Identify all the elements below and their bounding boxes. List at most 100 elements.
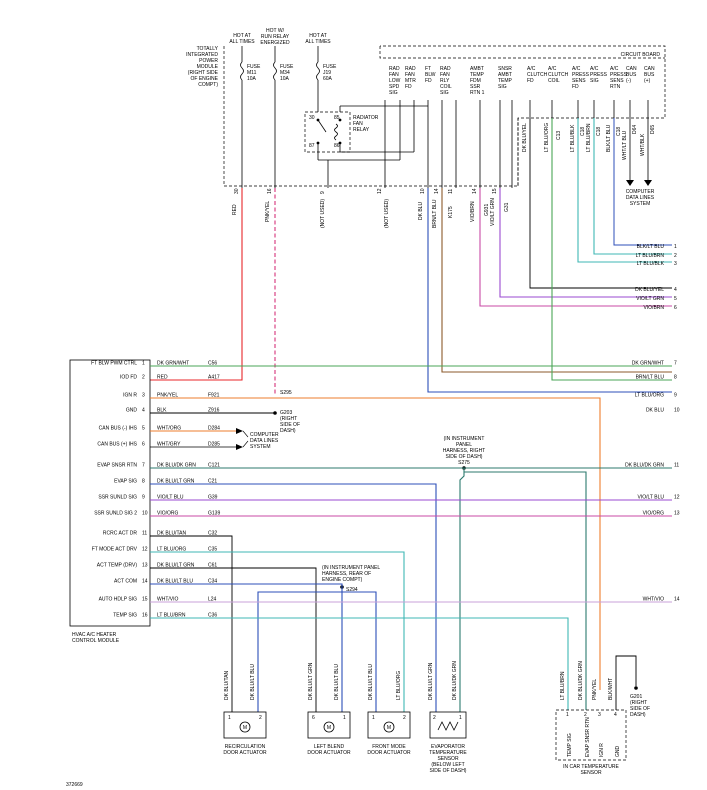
- module-pin-right-number: 13: [674, 511, 680, 517]
- ground-g201: G201 (RIGHT SIDE OF DASH): [630, 686, 650, 718]
- svg-text:DK BLU/LT GRN: DK BLU/LT GRN: [428, 662, 434, 700]
- circuit-board-pin-label: RAD: [405, 66, 416, 72]
- module-pin-right-number: 14: [674, 597, 680, 603]
- hvac-control-module: [69, 359, 151, 627]
- wire-label-vio-lt-grn: VIO/LT GRN: [490, 198, 496, 226]
- module-pin-name: TEMP SIG: [113, 613, 137, 619]
- svg-text:2: 2: [433, 715, 436, 721]
- not-used-2: (NOT USED): [384, 199, 390, 228]
- splice-s294: (IN INSTRUMENT PANEL HARNESS, REAR OF EN…: [322, 565, 380, 593]
- svg-text:SENSOR: SENSOR: [437, 756, 459, 762]
- circuit-board-pin-label: FAN: [389, 72, 399, 78]
- module-pin-name: ACT COM: [114, 579, 137, 585]
- svg-text:HARNESS, REAR OF: HARNESS, REAR OF: [322, 571, 371, 577]
- circuit-board-pin-label: A/C: [610, 66, 619, 72]
- module-pin-right-label: VIO/LT BLU: [638, 495, 665, 501]
- circuit-board-pin-label: LOW: [389, 78, 401, 84]
- wire-brn-lt-blu: [441, 188, 672, 373]
- module-pin-circuit: G139: [208, 511, 220, 517]
- module-pin-name: CAN BUS (-) IHS: [99, 426, 138, 432]
- wire-label-brn-lt-blu: BRN/LT BLU: [432, 199, 438, 228]
- svg-text:2: 2: [403, 715, 406, 721]
- svg-text:1: 1: [566, 712, 569, 718]
- circuit-board-pin-label: FD: [527, 78, 534, 84]
- svg-text:(RIGHT SIDE: (RIGHT SIDE: [188, 70, 219, 76]
- module-pin-wire: VIO/LT BLU: [157, 495, 184, 501]
- svg-text:POWER: POWER: [199, 58, 218, 64]
- svg-text:TEMPERATURE: TEMPERATURE: [429, 750, 467, 756]
- module-pin-number: 9: [142, 495, 145, 501]
- svg-text:LT BLU/BRN: LT BLU/BRN: [636, 253, 665, 259]
- circuit-board-label: CIRCUIT BOARD: [621, 52, 661, 58]
- circuit-board-pin-label: RAD: [440, 66, 451, 72]
- module-pin-number: 7: [142, 463, 145, 469]
- svg-text:G203: G203: [280, 410, 292, 416]
- wire-label-dk-blu: DK BLU: [418, 202, 424, 220]
- circuit-board-pin-label: FD: [572, 84, 579, 90]
- module-pin-right-label: WHT/VIO: [643, 597, 664, 603]
- front-mode-door-actuator: M 1 2 FRONT MODE DOOR ACTUATOR: [367, 711, 411, 756]
- module-pin-right-label: VIO/ORG: [643, 511, 665, 517]
- svg-text:IGN R: IGN R: [599, 743, 605, 757]
- svg-text:(BELOW LEFT: (BELOW LEFT: [431, 762, 464, 768]
- module-pin-name: ACT TEMP (DRV): [97, 563, 138, 569]
- not-used-1: (NOT USED): [320, 199, 326, 228]
- module-pin-right-number: 8: [674, 375, 677, 381]
- module-pin-number: 5: [142, 426, 145, 432]
- circuit-board-pin-label: CAN: [626, 66, 637, 72]
- svg-text:DK BLU/YEL: DK BLU/YEL: [522, 123, 528, 152]
- module-pin-circuit: C35: [208, 547, 217, 553]
- circuit-board-pin-label: CAN: [644, 66, 655, 72]
- svg-text:CONTROL MODULE: CONTROL MODULE: [72, 638, 120, 644]
- module-pin-right-number: 11: [674, 463, 679, 469]
- module-pin-name: AUTO HDLP SIG: [99, 597, 138, 603]
- circuit-board-pin-label: SPD: [389, 84, 400, 90]
- circuit-board-pin-label: FD: [425, 78, 432, 84]
- svg-text:M34: M34: [280, 70, 290, 76]
- module-pin-circuit: C121: [208, 463, 220, 469]
- module-pin-number: 1: [142, 361, 145, 367]
- module-pin-wire: WHT/ORG: [157, 426, 181, 432]
- svg-text:COMPT): COMPT): [198, 82, 218, 88]
- circuit-board-pin-label: AMBT: [470, 66, 484, 72]
- bottom-wire-labels: DK BLU/TAN DK BLU/LT BLU DK BLU/LT GRN D…: [224, 661, 614, 700]
- circuit-board-pin-label: A/C: [590, 66, 599, 72]
- module-pin-number: 6: [142, 442, 145, 448]
- module-pin-circuit: C61: [208, 563, 217, 569]
- svg-text:M: M: [327, 725, 331, 731]
- module-pin-wire: DK BLU/DK GRN: [157, 463, 196, 469]
- circuit-board-pin-label: SNSR: [498, 66, 512, 72]
- svg-text:DK BLU/YEL: DK BLU/YEL: [635, 287, 664, 293]
- svg-text:(RIGHT: (RIGHT: [630, 700, 647, 706]
- module-pin-right-label: DK BLU: [646, 408, 664, 414]
- svg-text:15: 15: [492, 188, 498, 194]
- svg-text:D65: D65: [650, 125, 656, 134]
- circuit-board-pin-label: COIL: [548, 78, 560, 84]
- svg-text:87: 87: [309, 143, 315, 149]
- wire-label-pnk-yel: PNK/YEL: [265, 201, 271, 222]
- recirculation-door-actuator: M 1 2 RECIRCULATION DOOR ACTUATOR: [223, 711, 267, 756]
- svg-text:SYSTEM: SYSTEM: [250, 444, 271, 450]
- module-pin-name: IOD FD: [120, 375, 137, 381]
- module-pin-right-label: DK BLU/DK GRN: [625, 463, 664, 469]
- module-pin-name: FT BLW PWM CTRL: [91, 361, 137, 367]
- module-pin-number: 11: [142, 531, 147, 537]
- svg-text:2: 2: [259, 715, 262, 721]
- module-pin-right-number: 7: [674, 361, 677, 367]
- svg-text:30: 30: [309, 115, 315, 121]
- circuit-board-pin-label: A/C: [527, 66, 536, 72]
- svg-text:10: 10: [420, 188, 426, 194]
- svg-text:M: M: [387, 725, 391, 731]
- svg-text:LT BLU/ORG: LT BLU/ORG: [544, 123, 550, 152]
- circuit-board-pin-label: FAN: [440, 72, 450, 78]
- hvac-module-name: HVAC A/C HEATER CONTROL MODULE: [72, 632, 120, 644]
- wire-pin16-lt-blu-brn: [150, 617, 569, 710]
- svg-text:FUSE: FUSE: [247, 64, 261, 70]
- wire-pin14-dk-blu-lt-blu: [150, 583, 343, 587]
- svg-text:FAN: FAN: [353, 121, 363, 127]
- wire-lt-blu-org: [551, 118, 672, 381]
- circuit-board-pin-label: SENS: [572, 78, 586, 84]
- svg-text:INTEGRATED: INTEGRATED: [186, 52, 218, 58]
- module-pin-right-label: DK GRN/WHT: [632, 361, 664, 367]
